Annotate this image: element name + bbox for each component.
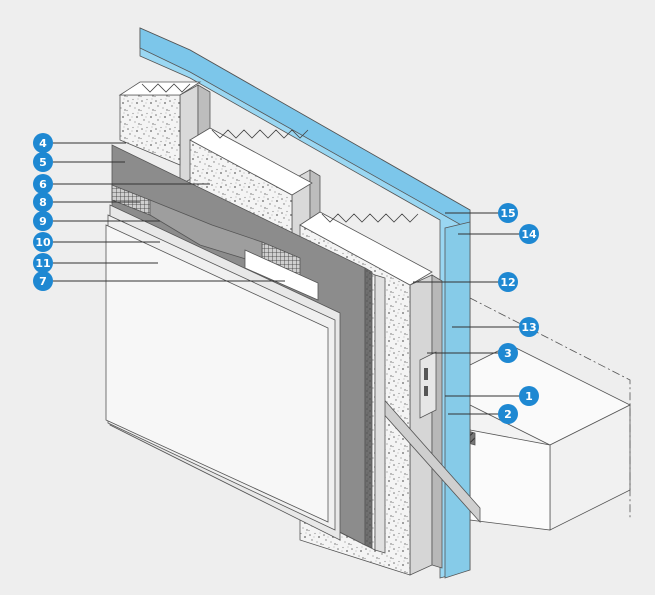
svg-text:11: 11 [35,257,50,270]
callout-11: 11 [33,253,53,273]
callout-7: 7 [33,271,53,291]
callout-1: 1 [519,386,539,406]
leader-lines [53,142,520,415]
callout-14: 14 [519,224,539,244]
callout-6: 6 [33,174,53,194]
callout-15: 15 [498,203,518,223]
svg-text:8: 8 [39,196,47,209]
callout-3: 3 [498,343,518,363]
callout-12: 12 [498,272,518,292]
callout-5: 5 [33,152,53,172]
callout-markers: 4 5 6 8 9 10 11 7 15 14 12 13 3 1 2 [33,133,539,424]
svg-text:2: 2 [504,408,512,421]
svg-text:9: 9 [39,215,47,228]
callout-8: 8 [33,192,53,212]
svg-text:10: 10 [35,236,51,249]
callout-9: 9 [33,211,53,231]
svg-text:15: 15 [500,207,515,220]
svg-text:7: 7 [39,275,47,288]
callout-4: 4 [33,133,53,153]
svg-text:4: 4 [39,137,47,150]
svg-text:6: 6 [39,178,47,191]
svg-text:13: 13 [521,321,536,334]
callout-2: 2 [498,404,518,424]
svg-text:3: 3 [504,347,512,360]
callout-13: 13 [519,317,539,337]
svg-text:1: 1 [525,390,533,403]
svg-text:5: 5 [39,156,47,169]
finish-layers [105,204,341,541]
callout-10: 10 [33,232,53,252]
svg-text:14: 14 [521,228,537,241]
svg-text:12: 12 [500,276,515,289]
